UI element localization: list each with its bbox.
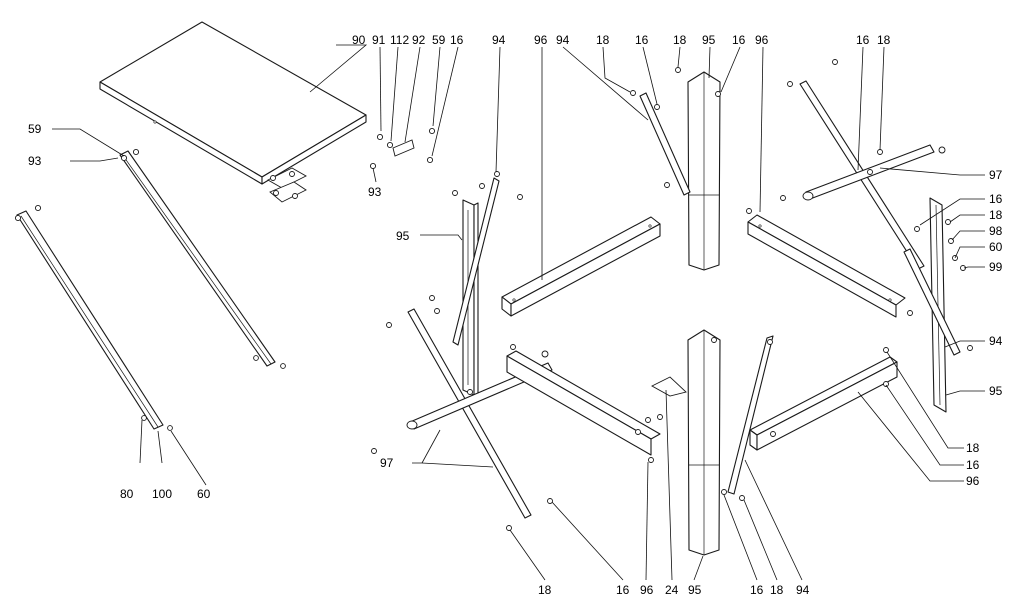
callout-94-top-left: 94 <box>492 33 506 47</box>
cross-rail-lower-left <box>506 350 661 463</box>
callout-96-top-right: 96 <box>755 33 769 47</box>
hardware-leg-left <box>371 183 523 454</box>
callout-92: 92 <box>412 33 426 47</box>
callout-18-lower-right: 18 <box>966 441 980 455</box>
callout-18-right: 18 <box>989 208 1003 222</box>
callout-95-right: 95 <box>989 384 1003 398</box>
diagonal-brace-centre-bottom <box>657 335 774 501</box>
cross-brace-lower-left-a <box>407 308 532 519</box>
callout-16-top-c: 16 <box>732 33 746 47</box>
hardware-bottom <box>506 498 553 531</box>
table-top-bracket <box>267 167 307 203</box>
callout-18-bottom-b: 18 <box>770 583 784 597</box>
diagonal-brace-left <box>452 171 500 346</box>
side-rail-lower <box>14 204 173 431</box>
leader-lines <box>52 44 985 581</box>
callout-99: 99 <box>989 260 1003 274</box>
corner-plate <box>651 376 687 397</box>
cross-rail-lower-right <box>749 347 898 451</box>
side-rail-upper <box>119 148 286 369</box>
callout-97-right: 97 <box>989 168 1003 182</box>
callout-90: 90 <box>352 33 366 47</box>
callout-100: 100 <box>152 487 172 501</box>
diagonal-brace-right <box>903 219 973 356</box>
diagonal-brace-centre-top <box>630 67 721 196</box>
callout-94-bottom: 94 <box>796 583 810 597</box>
callout-96-top-left: 96 <box>534 33 548 47</box>
callout-16-top-b: 16 <box>635 33 649 47</box>
callout-94-right: 94 <box>989 334 1003 348</box>
callout-95-bottom: 95 <box>688 583 702 597</box>
callout-59-left: 59 <box>28 122 42 136</box>
callout-18-top-b: 18 <box>673 33 687 47</box>
callout-16-lower-right: 16 <box>966 458 980 472</box>
table-top-panel <box>99 21 367 185</box>
callout-97-left: 97 <box>380 456 394 470</box>
callout-94-top-centre: 94 <box>556 33 570 47</box>
callout-96-bottom: 96 <box>640 583 654 597</box>
callout-93-left: 93 <box>28 154 42 168</box>
leg-centre-bottom <box>687 329 721 556</box>
callout-93-centre: 93 <box>368 185 382 199</box>
callout-labels: 90 91 112 92 59 16 94 96 94 18 16 18 95 … <box>28 33 1003 597</box>
callout-96-lower-right: 96 <box>966 474 980 488</box>
callout-16-right: 16 <box>989 192 1003 206</box>
callout-24: 24 <box>665 583 679 597</box>
callout-18-top-right: 18 <box>877 33 891 47</box>
callout-60-left: 60 <box>197 487 211 501</box>
callout-18-top-a: 18 <box>596 33 610 47</box>
callout-16-bottom-a: 16 <box>616 583 630 597</box>
callout-16-top-right: 16 <box>856 33 870 47</box>
cross-brace-upper-right-b <box>780 59 946 201</box>
callout-95-top: 95 <box>702 33 716 47</box>
cross-rail-upper-right <box>746 208 913 318</box>
leg-centre-top <box>687 71 721 271</box>
callout-18-bottom-a: 18 <box>538 583 552 597</box>
callout-91: 91 <box>372 33 386 47</box>
callout-80: 80 <box>120 487 134 501</box>
leg-right <box>929 197 947 413</box>
callout-16-bottom-b: 16 <box>750 583 764 597</box>
hardware-cluster-top <box>369 127 436 170</box>
callout-16-top: 16 <box>450 33 464 47</box>
callout-59-top: 59 <box>432 33 446 47</box>
cross-rail-upper-left <box>501 216 661 317</box>
cross-brace-lower-left-b <box>406 350 553 430</box>
callout-112: 112 <box>390 33 409 47</box>
callout-60-right: 60 <box>989 240 1003 254</box>
callout-98: 98 <box>989 224 1003 238</box>
callout-95-left: 95 <box>396 229 410 243</box>
